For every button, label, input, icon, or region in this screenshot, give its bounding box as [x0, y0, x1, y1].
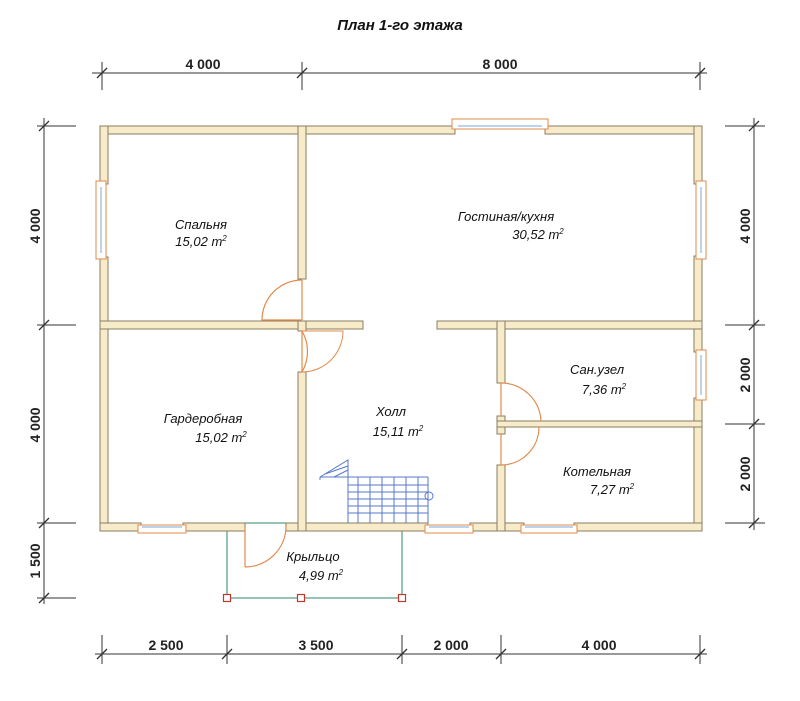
dim-bottom-1: 2 500 [148, 637, 183, 653]
porch-post [296, 593, 306, 603]
dim-right-2: 2 000 [737, 357, 753, 392]
stairs [319, 459, 434, 523]
room-name: Сан.узел [570, 362, 625, 377]
room-area: 15,02 m2 [195, 430, 247, 445]
dim-top-2: 8 000 [482, 56, 517, 72]
room-name: Гардеробная [164, 411, 243, 426]
room-name: Котельная [563, 464, 631, 479]
dim-bottom-4: 4 000 [581, 637, 616, 653]
window-left [95, 180, 107, 260]
plan-title: План 1-го этажа [337, 17, 463, 34]
room-bedroom: Спальня 15,02 m2 [175, 217, 227, 249]
dim-bottom-3: 2 000 [433, 637, 468, 653]
room-labels: Спальня 15,02 m2 Гостиная/кухня 30,52 m2… [164, 209, 635, 583]
doors [244, 279, 542, 568]
dimension-bottom: 2 500 3 500 2 000 4 000 [95, 635, 707, 664]
dimension-left: 4 000 4 000 1 500 [27, 118, 76, 604]
dim-top-1: 4 000 [185, 56, 220, 72]
window-right-top [695, 180, 707, 260]
room-boiler: Котельная 7,27 m2 [563, 464, 635, 497]
window-top [451, 118, 549, 130]
window-right-bath [695, 349, 707, 401]
door-wardrobe [301, 330, 344, 373]
windows [95, 118, 707, 534]
dimension-top: 4 000 8 000 [92, 56, 707, 90]
window-bottom-1 [137, 524, 187, 534]
porch-post [397, 593, 407, 603]
room-area: 15,11 m2 [373, 424, 424, 439]
stair-direction-marker [424, 491, 434, 501]
dimension-right: 4 000 2 000 2 000 [725, 118, 765, 530]
room-area: 7,27 m2 [590, 482, 635, 497]
room-hall: Холл 15,11 m2 [373, 404, 424, 439]
room-wardrobe: Гардеробная 15,02 m2 [164, 411, 248, 445]
room-area: 4,99 m2 [299, 568, 344, 583]
room-living-kitchen: Гостиная/кухня 30,52 m2 [458, 209, 564, 242]
room-area: 15,02 m2 [175, 234, 227, 249]
door-bedroom [261, 279, 303, 321]
dim-left-2: 4 000 [27, 407, 43, 442]
room-name: Холл [375, 404, 407, 419]
room-name: Крыльцо [286, 549, 339, 564]
room-area: 30,52 m2 [512, 227, 564, 242]
room-bathroom: Сан.узел 7,36 m2 [570, 362, 627, 397]
door-boiler [500, 426, 540, 466]
porch-post [222, 593, 232, 603]
room-area: 7,36 m2 [582, 382, 627, 397]
dim-left-1: 4 000 [27, 208, 43, 243]
room-name: Гостиная/кухня [458, 209, 554, 224]
room-name: Спальня [175, 217, 227, 232]
dim-right-1: 4 000 [737, 208, 753, 243]
walls [99, 125, 703, 532]
window-bottom-2 [424, 524, 474, 534]
dim-right-3: 2 000 [737, 456, 753, 491]
window-bottom-3 [520, 524, 578, 534]
room-porch: Крыльцо 4,99 m2 [286, 549, 343, 583]
door-bathroom [500, 382, 542, 422]
dim-left-3: 1 500 [27, 543, 43, 578]
door-entrance [244, 526, 287, 568]
dim-bottom-2: 3 500 [298, 637, 333, 653]
